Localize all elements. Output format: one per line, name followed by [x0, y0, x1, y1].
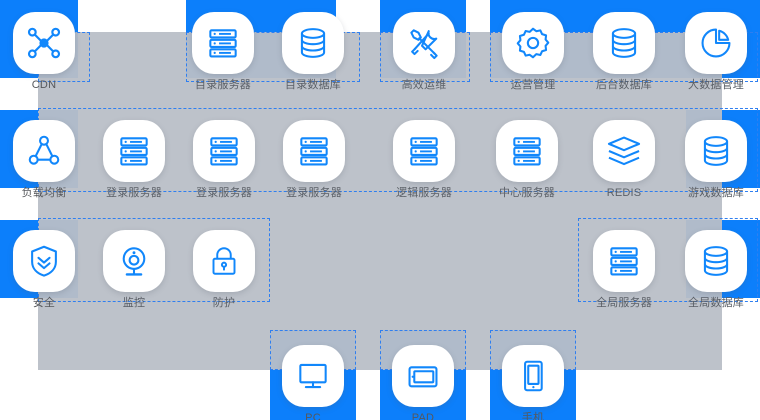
server-rack-icon [192, 12, 254, 74]
node-label: PAD [411, 412, 435, 420]
smartphone-icon [502, 345, 564, 407]
group-box-directory [186, 32, 360, 82]
node-label: PC [305, 412, 321, 420]
node-backend-db[interactable]: 后台数据库 [587, 12, 661, 92]
database-cylinder-icon [685, 230, 747, 292]
node-label: 目录数据库 [285, 79, 341, 91]
database-cylinder-icon [593, 12, 655, 74]
node-label: 目录服务器 [195, 79, 251, 91]
server-rack-icon [393, 120, 455, 182]
pie-chart-icon [685, 12, 747, 74]
node-global-db[interactable]: 全局数据库 [679, 230, 753, 310]
node-label: 登录服务器 [106, 187, 162, 199]
cdn-network-icon [13, 12, 75, 74]
shield-icon [13, 230, 75, 292]
server-rack-icon [496, 120, 558, 182]
node-redis[interactable]: REDIS [587, 120, 661, 200]
platform-panel [38, 32, 722, 370]
node-load-balance[interactable]: 负载均衡 [7, 120, 81, 200]
node-label: CDN [31, 79, 57, 91]
server-rack-icon [103, 120, 165, 182]
node-protection[interactable]: 防护 [187, 230, 261, 310]
group-box-global [578, 218, 758, 302]
node-security[interactable]: 安全 [7, 230, 81, 310]
server-rack-icon [193, 120, 255, 182]
node-label: 全局数据库 [688, 297, 744, 309]
node-logic-server[interactable]: 逻辑服务器 [387, 120, 461, 200]
node-label: 高效运维 [401, 79, 447, 91]
desktop-monitor-icon [282, 345, 344, 407]
node-pc[interactable]: PC [276, 345, 350, 420]
camera-monitor-icon [103, 230, 165, 292]
node-label: 负载均衡 [21, 187, 67, 199]
node-game-db[interactable]: 游戏数据库 [679, 120, 753, 200]
node-label: 全局服务器 [596, 297, 652, 309]
load-balancer-icon [13, 120, 75, 182]
database-cylinder-icon [282, 12, 344, 74]
node-label: 后台数据库 [596, 79, 652, 91]
node-label: 登录服务器 [196, 187, 252, 199]
node-label: 运营管理 [510, 79, 556, 91]
node-label: 手机 [521, 412, 545, 420]
server-rack-icon [283, 120, 345, 182]
node-label: 防护 [212, 297, 236, 309]
node-center-server[interactable]: 中心服务器 [490, 120, 564, 200]
database-cylinder-icon [685, 120, 747, 182]
node-dir-db[interactable]: 目录数据库 [276, 12, 350, 92]
node-ops[interactable]: 高效运维 [387, 12, 461, 92]
tablet-icon [392, 345, 454, 407]
node-login-server-2[interactable]: 登录服务器 [187, 120, 261, 200]
lock-icon [193, 230, 255, 292]
node-cdn[interactable]: CDN [7, 12, 81, 92]
node-global-server[interactable]: 全局服务器 [587, 230, 661, 310]
node-dir-server[interactable]: 目录服务器 [186, 12, 260, 92]
node-pad[interactable]: PAD [386, 345, 460, 420]
node-label: 逻辑服务器 [396, 187, 452, 199]
node-label: 安全 [32, 297, 56, 309]
server-rack-icon [593, 230, 655, 292]
wrench-screwdriver-icon [393, 12, 455, 74]
node-label: 大数据管理 [688, 79, 744, 91]
node-label: REDIS [606, 187, 642, 199]
node-ops-mgmt[interactable]: 运营管理 [496, 12, 570, 92]
node-label: 监控 [122, 297, 146, 309]
node-label: 游戏数据库 [688, 187, 744, 199]
node-mobile[interactable]: 手机 [496, 345, 570, 420]
stack-layers-icon [593, 120, 655, 182]
node-login-server-1[interactable]: 登录服务器 [97, 120, 171, 200]
node-label: 中心服务器 [499, 187, 555, 199]
node-login-server-3[interactable]: 登录服务器 [277, 120, 351, 200]
node-monitor[interactable]: 监控 [97, 230, 171, 310]
node-bigdata-mgmt[interactable]: 大数据管理 [679, 12, 753, 92]
gear-icon [502, 12, 564, 74]
node-label: 登录服务器 [286, 187, 342, 199]
